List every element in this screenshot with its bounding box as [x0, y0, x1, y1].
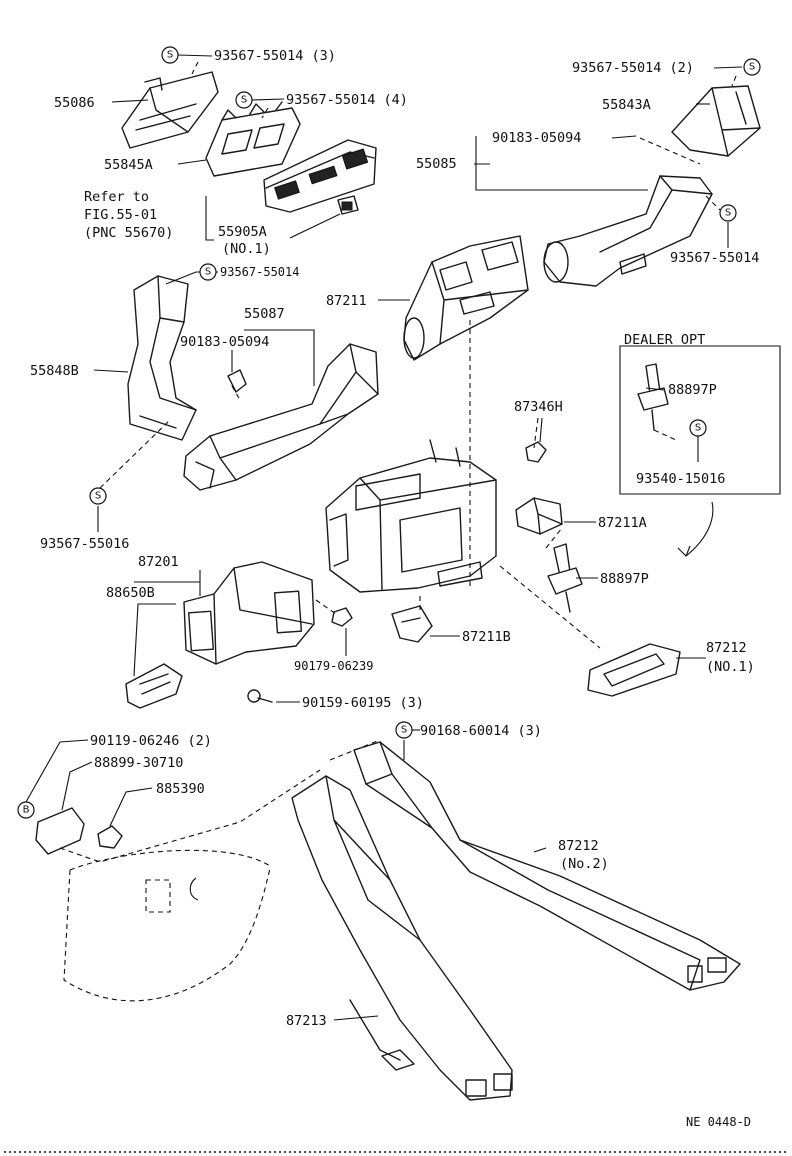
label-885390: 885390 [156, 781, 205, 797]
label-55845A: 55845A [104, 157, 153, 173]
label-55848B: 55848B [30, 363, 79, 379]
screw-symbol-93567-55014-4: S [235, 91, 253, 109]
part-88897P-dealer-drawing [637, 363, 669, 431]
label-93540-15016: 93540-15016 [636, 471, 725, 487]
label-93567-55014-right: 93567-55014 [670, 250, 759, 266]
part-labels: 93567-55014 (3) 55086 93567-55014 (4) 55… [30, 48, 759, 1129]
label-87211: 87211 [326, 293, 367, 309]
label-pnc-55670: (PNC 55670) [84, 225, 173, 241]
part-90183-05094-clip [227, 369, 247, 393]
label-90159-60195: 90159-60195 (3) [302, 695, 424, 711]
label-55086: 55086 [54, 95, 95, 111]
screw-symbol-93540-15016: S [689, 419, 707, 437]
label-87211B: 87211B [462, 629, 511, 645]
part-90159-60195-screw [247, 689, 273, 703]
footer-code: NE 0448-D [686, 1115, 751, 1129]
label-55085: 55085 [416, 156, 457, 172]
svg-text:S: S [401, 725, 407, 736]
part-90179-06239-nut [331, 607, 353, 627]
part-88650B-drawing [125, 663, 183, 709]
svg-text:S: S [167, 50, 173, 61]
label-87212-no1-sub: (NO.1) [706, 659, 755, 675]
label-90183-05094-mid: 90183-05094 [180, 334, 269, 350]
label-93567-55014-2: 93567-55014 (2) [572, 60, 694, 76]
label-90179-06239: 90179-06239 [294, 659, 373, 673]
svg-text:S: S [205, 267, 211, 278]
part-87201-drawing [183, 561, 315, 665]
panel-outline-drawing [63, 849, 271, 1002]
label-87346H: 87346H [514, 399, 563, 415]
label-93567-55014-left: 93567-55014 [220, 265, 299, 279]
label-87201: 87201 [138, 554, 179, 570]
svg-text:S: S [241, 95, 247, 106]
svg-text:S: S [749, 62, 755, 73]
leader-lines [25, 54, 781, 1021]
heater-unit-drawing [325, 439, 497, 593]
label-93567-55016: 93567-55016 [40, 536, 129, 552]
label-88897P-dealer: 88897P [668, 382, 717, 398]
svg-text:S: S [695, 423, 701, 434]
part-87211-drawing [403, 235, 529, 361]
label-93567-55014-3: 93567-55014 (3) [214, 48, 336, 64]
svg-text:S: S [725, 208, 731, 219]
label-refer-to: Refer to [84, 189, 149, 205]
screw-symbol-93567-55014-2: S [743, 58, 761, 76]
label-fig-55-01: FIG.55-01 [84, 207, 157, 223]
label-88897P-mid: 88897P [600, 571, 649, 587]
label-dealer-opt: DEALER OPT [624, 332, 705, 348]
label-88650B: 88650B [106, 585, 155, 601]
part-87346H-drawing [525, 441, 547, 463]
screw-symbol-93567-55014-right: S [719, 204, 737, 222]
svg-text:S: S [95, 491, 101, 502]
part-55085-drawing [543, 175, 713, 287]
part-55087-drawing [183, 343, 379, 491]
part-55845A-drawing [205, 101, 301, 177]
part-87211A-drawing [515, 497, 563, 535]
part-55843A-drawing [671, 85, 761, 157]
label-90168-60014: 90168-60014 (3) [420, 723, 542, 739]
assembly-dash-lines [59, 61, 737, 863]
label-87212-no1: 87212 [706, 640, 747, 656]
screw-symbol-93567-55014-left: S [199, 263, 217, 281]
label-87211A: 87211A [598, 515, 647, 531]
label-87213: 87213 [286, 1013, 327, 1029]
label-87212-no2: 87212 [558, 838, 599, 854]
label-55843A: 55843A [602, 97, 651, 113]
part-88899-30710-drawing [35, 807, 85, 855]
label-87212-no2-sub: (No.2) [560, 856, 609, 872]
screw-symbol-93567-55016: S [89, 487, 107, 505]
part-87212-no1-drawing [587, 643, 681, 697]
label-55087: 55087 [244, 306, 285, 322]
part-87211B-drawing [391, 605, 433, 643]
screw-symbol-90168-60014: S [395, 721, 413, 739]
label-90183-05094-top: 90183-05094 [492, 130, 581, 146]
part-87213-drawing [291, 775, 513, 1101]
part-55905A-knob [337, 195, 359, 215]
part-88897P-mid-drawing [547, 543, 583, 613]
bolt-symbol-90119-06246: B [17, 801, 35, 819]
label-55905A: 55905A [218, 224, 267, 240]
screw-symbol-93567-55014-3: S [161, 46, 179, 64]
part-87212-no2-drawing [353, 741, 741, 991]
label-55905A-no1: (NO.1) [222, 241, 271, 257]
part-885390-drawing [97, 825, 123, 849]
part-55848B-drawing [127, 275, 197, 441]
label-93567-55014-4: 93567-55014 (4) [286, 92, 408, 108]
svg-text:B: B [23, 805, 30, 816]
label-88899-30710: 88899-30710 [94, 755, 183, 771]
part-55086-drawing [121, 71, 219, 149]
part-55905A-drawing [263, 139, 377, 213]
label-90119-06246: 90119-06246 (2) [90, 733, 212, 749]
